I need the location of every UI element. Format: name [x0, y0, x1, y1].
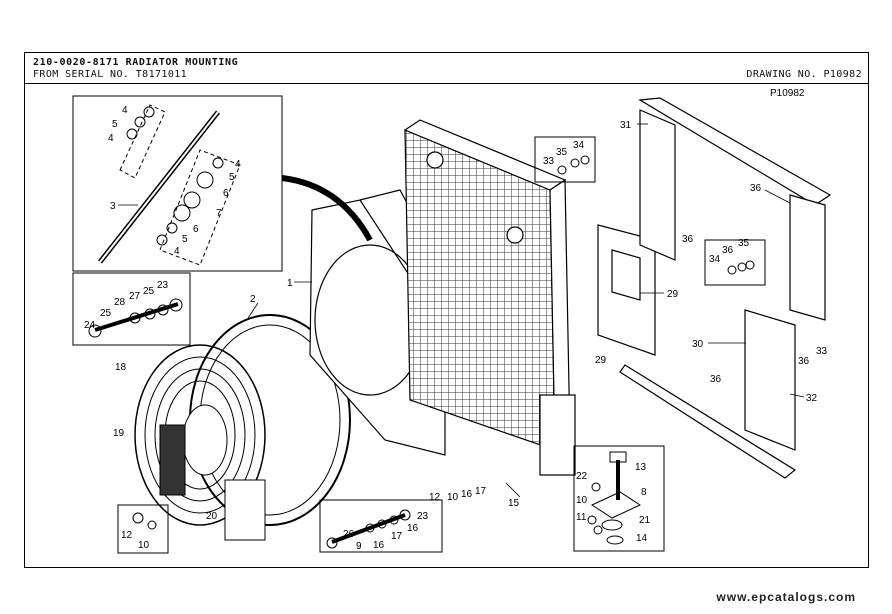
callout-label: 15	[508, 498, 520, 509]
isolator-inset	[573, 445, 665, 552]
side-bracket-left	[597, 109, 676, 356]
callout-label: 5	[229, 172, 235, 183]
callout-label: 29	[595, 355, 607, 366]
callout-label: 36	[710, 374, 722, 385]
callout-label: 10	[447, 492, 459, 503]
callout-label: 21	[639, 515, 651, 526]
drawing-frame	[24, 52, 869, 568]
bolt-inset-lower-left	[117, 504, 169, 554]
callout-label: 3	[110, 201, 116, 212]
callout-label: 1	[287, 278, 293, 289]
callout-label: 35	[556, 147, 568, 158]
callout-label: 8	[641, 487, 647, 498]
hose	[281, 175, 373, 242]
side-bracket-right	[619, 97, 832, 479]
callout-label: 16	[461, 489, 473, 500]
watermark: www.epcatalogs.com	[716, 590, 856, 604]
callout-label: 34	[573, 140, 585, 151]
callout-label: 31	[620, 120, 632, 131]
callout-label: 18	[115, 362, 127, 373]
callout-label: 6	[223, 188, 229, 199]
page-title: 210-0020-8171 RADIATOR MOUNTING	[33, 57, 239, 68]
callout-label: 5	[112, 119, 118, 130]
callout-label: 12	[121, 530, 133, 541]
callout-label: 36	[722, 245, 734, 256]
callout-label: 4	[108, 133, 114, 144]
callout-label: 36	[682, 234, 694, 245]
callout-label: 30	[692, 339, 704, 350]
serial-range: FROM SERIAL NO. T8171011	[33, 69, 188, 80]
bolt-inset-bracket-left	[534, 136, 596, 183]
callout-label: 13	[635, 462, 647, 473]
callout-label: 9	[356, 541, 362, 552]
callout-label: 33	[816, 346, 828, 357]
callout-label: 10	[576, 495, 588, 506]
callout-label: 16	[407, 523, 419, 534]
bolt-inset-bracket-right	[704, 239, 766, 286]
callout-label: 32	[806, 393, 818, 404]
callout-label: 7	[216, 208, 222, 219]
callout-label: 33	[543, 156, 555, 167]
callout-label: 2	[250, 294, 256, 305]
callout-label: 14	[636, 533, 648, 544]
callout-label: 23	[157, 280, 169, 291]
callout-label: 20	[206, 511, 218, 522]
bolt-inset-bottom	[319, 499, 443, 553]
callout-label: 36	[798, 356, 810, 367]
callout-label: 25	[143, 286, 155, 297]
callout-label: 4	[235, 159, 241, 170]
callout-label: 17	[475, 486, 487, 497]
callout-label: 12	[429, 492, 441, 503]
callout-label: 26	[343, 529, 355, 540]
callout-labels: 1 2 3 4 5 4 4 5 6 7 6 5 4 8 9 10 10 10 1…	[84, 105, 828, 552]
callout-label: 19	[113, 428, 125, 439]
callout-label: 4	[174, 246, 180, 257]
radiator-core	[403, 119, 576, 476]
bolt-inset-left	[72, 272, 191, 346]
drawing-number: DRAWING NO. P10982	[746, 69, 862, 80]
callout-label: 11	[576, 512, 587, 523]
callout-label: 34	[709, 254, 721, 265]
callout-label: 17	[391, 531, 403, 542]
callout-label: 4	[122, 105, 128, 116]
callout-label: 16	[373, 540, 385, 551]
callout-label: 27	[129, 291, 141, 302]
callout-label: 10	[138, 540, 150, 551]
callout-label: 23	[417, 511, 429, 522]
callout-label: 29	[667, 289, 679, 300]
callout-label: 35	[738, 238, 750, 249]
callout-label: 25	[100, 308, 112, 319]
callout-label: 5	[182, 234, 188, 245]
callout-label: 28	[114, 297, 126, 308]
callout-label: 6	[193, 224, 199, 235]
callout-label: 22	[576, 471, 588, 482]
fan-guard	[134, 344, 266, 541]
leader-lines	[118, 123, 805, 498]
callout-label: 36	[750, 183, 762, 194]
figure-code: P10982	[770, 88, 805, 99]
callout-label: 24	[84, 320, 96, 331]
header-divider	[24, 83, 869, 84]
tie-rod-inset	[72, 95, 283, 272]
